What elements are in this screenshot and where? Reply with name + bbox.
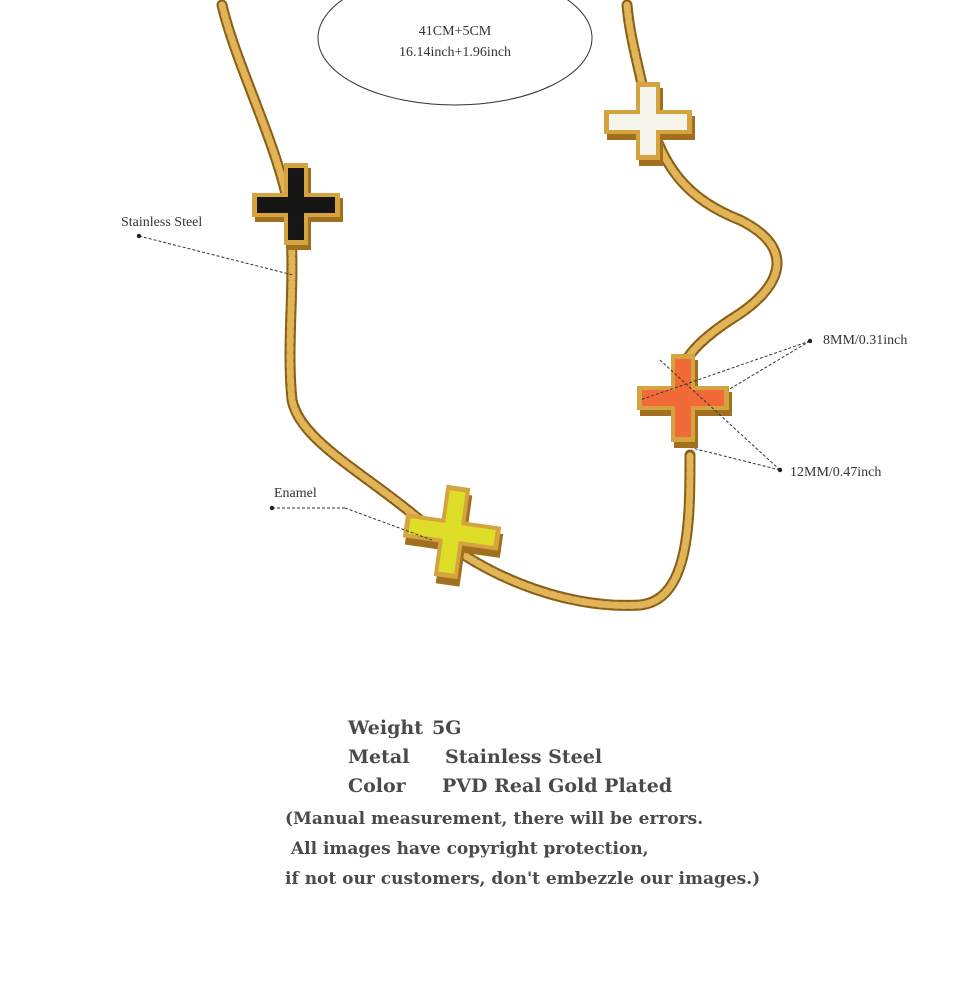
callout-width: 8MM/0.31inch (823, 333, 908, 348)
size-oval (317, 0, 593, 106)
disclaimer-line-3: if not our customers, don't embezzle our… (285, 869, 761, 889)
callout-enamel: Enamel (274, 486, 317, 501)
disclaimer-line-1: (Manual measurement, there will be error… (285, 809, 704, 829)
callout-dots (136, 233, 813, 511)
callout-stainless-steel: Stainless Steel (121, 215, 203, 230)
spec-weight-value: 5G (432, 717, 462, 739)
chain (216, 0, 783, 611)
spec-weight-label: Weight (348, 717, 423, 739)
orange-enamel-cross (637, 354, 732, 448)
white-enamel-cross (604, 82, 695, 166)
black-enamel-cross (252, 163, 343, 250)
size-label-cm: 41CM+5CM (418, 24, 492, 39)
spec-color-label: Color (348, 775, 406, 797)
disclaimer-line-2: All images have copyright protection, (285, 839, 649, 859)
callout-height: 12MM/0.47inch (790, 465, 882, 480)
yellow-enamel-cross (402, 484, 504, 587)
size-label: 41CM+5CM 16.14inch+1.96inch (318, 21, 592, 63)
size-label-inch: 16.14inch+1.96inch (398, 45, 512, 60)
spec-metal-label: Metal (348, 746, 410, 768)
callout-lines (138, 235, 811, 541)
spec-color-value: PVD Real Gold Plated (442, 775, 673, 797)
spec-metal-value: Stainless Steel (445, 746, 603, 768)
